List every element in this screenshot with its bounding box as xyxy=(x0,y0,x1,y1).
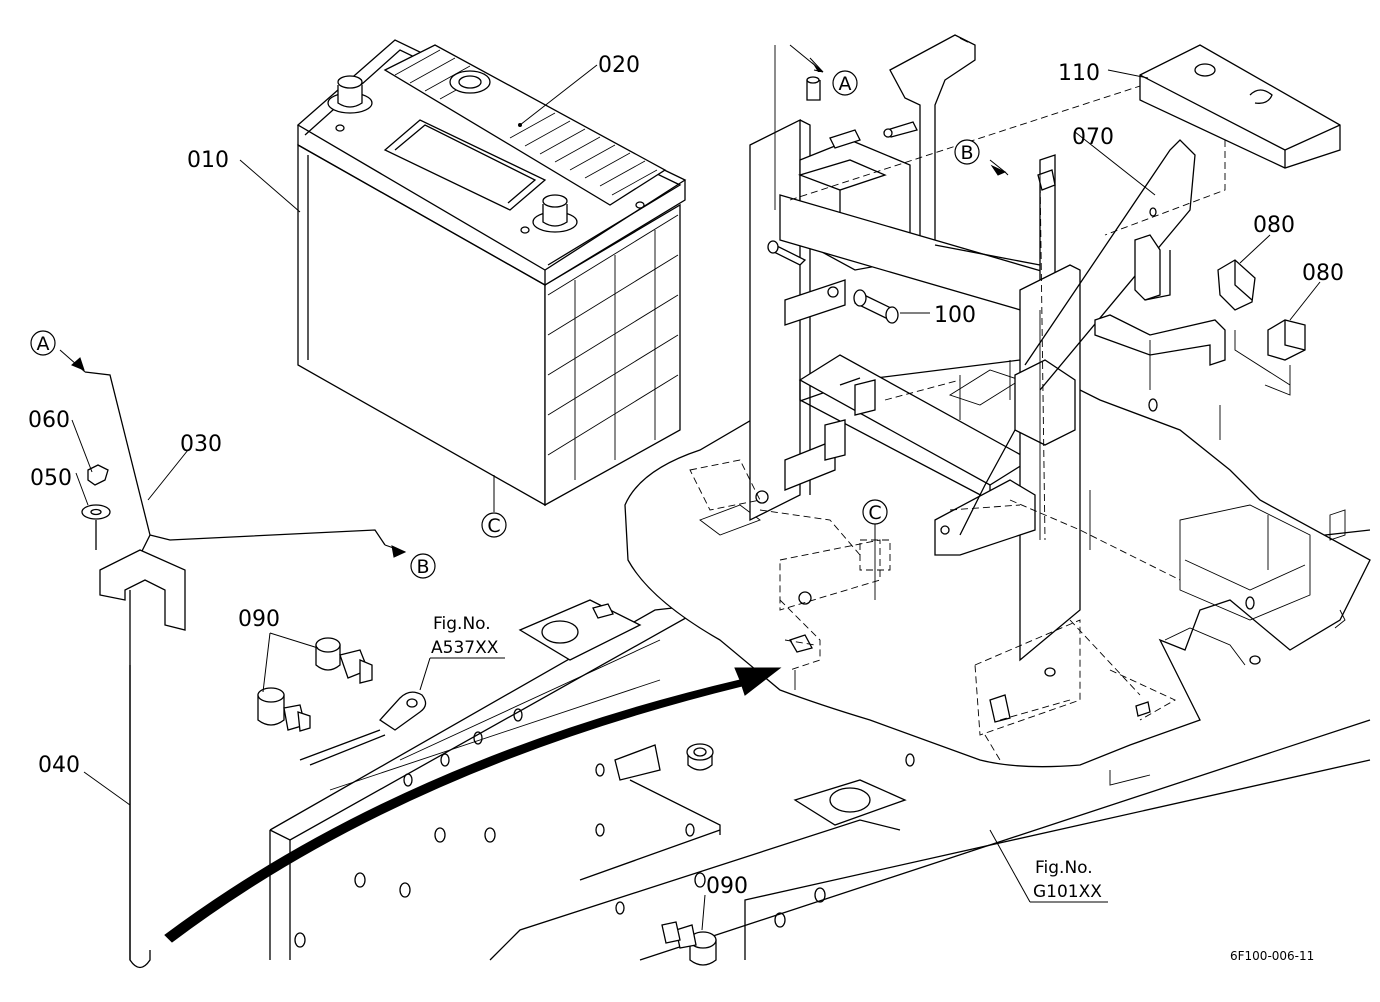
fig-ref-g101: Fig.No. G101XX xyxy=(1033,858,1102,902)
marker-c-tray: C xyxy=(862,499,888,525)
clip-lower xyxy=(1267,319,1306,361)
label-070: 070 xyxy=(1072,125,1114,150)
fig-ref-a537-label: Fig.No. xyxy=(433,614,491,634)
washer xyxy=(81,504,111,520)
svg-text:B: B xyxy=(416,556,429,578)
fig-ref-g101-number: G101XX xyxy=(1033,882,1102,902)
svg-text:B: B xyxy=(960,142,973,164)
frame-rail xyxy=(269,529,1371,961)
circle-markers: A A B B C C xyxy=(30,70,980,579)
direction-arrow xyxy=(164,667,782,943)
label-100: 100 xyxy=(934,303,976,328)
marker-c-battery: C xyxy=(481,512,507,538)
construction-lines xyxy=(774,45,1291,690)
label-030: 030 xyxy=(180,432,222,457)
clip-upper xyxy=(1217,259,1256,311)
label-090-bottom: 090 xyxy=(706,874,748,899)
marker-a-upper: A xyxy=(832,70,858,96)
bolt-upper xyxy=(315,637,373,684)
label-020: 020 xyxy=(598,53,640,78)
fig-ref-a537-number: A537XX xyxy=(431,638,499,658)
marker-b-upper: B xyxy=(954,139,980,165)
battery xyxy=(296,39,687,507)
svg-text:C: C xyxy=(868,502,881,524)
bolt-bottom xyxy=(661,921,717,966)
svg-text:A: A xyxy=(839,73,852,95)
label-090-left: 090 xyxy=(238,607,280,632)
battery-terminal-neg xyxy=(327,75,373,114)
battery-grid xyxy=(547,214,679,480)
marker-arrows xyxy=(59,44,1009,558)
label-080-upper: 080 xyxy=(1253,213,1295,238)
part-labels: 010 020 030 040 050 060 070 080 080 090 … xyxy=(28,53,1344,899)
fig-ref-a537: Fig.No. A537XX xyxy=(431,614,499,658)
fig-ref-g101-label: Fig.No. xyxy=(1035,858,1093,878)
svg-text:C: C xyxy=(487,515,500,537)
hold-down-bracket xyxy=(749,34,1226,662)
marker-a-left: A xyxy=(30,330,56,356)
label-060: 060 xyxy=(28,408,70,433)
battery-terminal-pos xyxy=(532,194,578,233)
battery-label-hatch xyxy=(394,49,658,196)
pad xyxy=(1104,44,1341,236)
wing-nut xyxy=(87,464,109,486)
label-010: 010 xyxy=(187,148,229,173)
spacer xyxy=(853,289,899,324)
leaders xyxy=(71,64,1321,931)
marker-b-left: B xyxy=(410,553,436,579)
bolt-lower xyxy=(257,687,311,732)
label-080-lower: 080 xyxy=(1302,261,1344,286)
svg-text:A: A xyxy=(37,333,50,355)
battery-rod xyxy=(84,371,386,969)
label-040: 040 xyxy=(38,753,80,778)
label-110: 110 xyxy=(1058,61,1100,86)
label-050: 050 xyxy=(30,466,72,491)
drawing-code: 6F100-006-11 xyxy=(1230,949,1314,963)
frame-holes xyxy=(294,708,955,948)
cable-terminal xyxy=(299,691,427,766)
